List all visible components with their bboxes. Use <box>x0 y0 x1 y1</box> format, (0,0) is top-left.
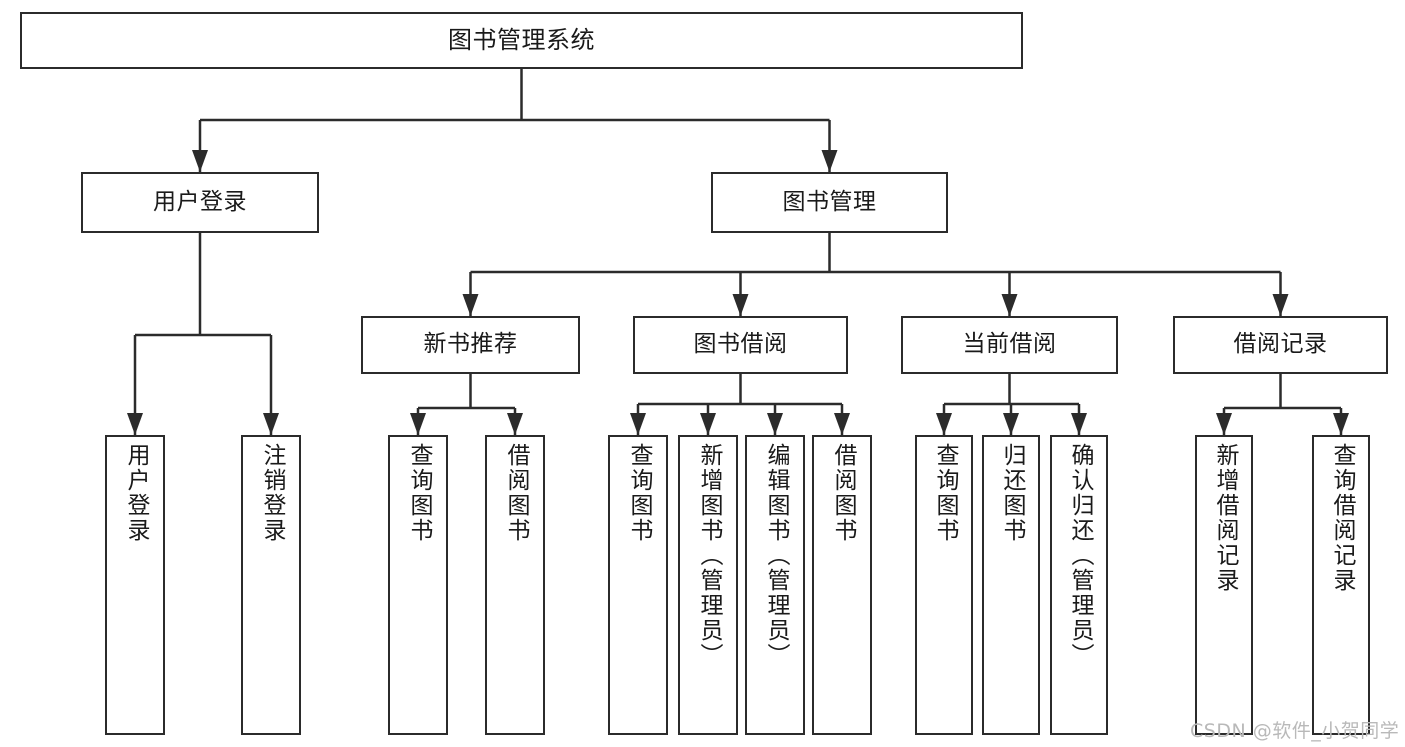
arrowhead-icon <box>127 413 143 435</box>
node-new-book-recommend[interactable]: 新书推荐 <box>361 316 580 374</box>
node-label: 当前借阅 <box>962 331 1057 358</box>
node-label: 编辑图书（管理员） <box>762 443 789 668</box>
node-leaf-edit-book[interactable]: 编辑图书（管理员） <box>745 435 805 735</box>
node-label: 新增借阅记录 <box>1211 443 1238 593</box>
node-leaf-add-book[interactable]: 新增图书（管理员） <box>678 435 738 735</box>
node-label: 查询借阅记录 <box>1328 443 1355 593</box>
arrowhead-icon <box>1001 294 1018 316</box>
node-leaf-query-record[interactable]: 查询借阅记录 <box>1312 435 1370 735</box>
arrowhead-icon <box>767 413 783 435</box>
arrowhead-icon <box>410 413 426 435</box>
arrowhead-icon <box>1003 413 1019 435</box>
arrowhead-icon <box>630 413 646 435</box>
node-root[interactable]: 图书管理系统 <box>20 12 1023 69</box>
arrowhead-icon <box>821 150 838 172</box>
node-label: 确认归还（管理员） <box>1066 443 1093 668</box>
node-leaf-query-book-1[interactable]: 查询图书 <box>388 435 448 735</box>
node-label: 借阅图书 <box>502 443 529 543</box>
node-label: 借阅记录 <box>1233 331 1328 358</box>
arrowhead-icon <box>700 413 716 435</box>
arrowhead-icon <box>462 294 479 316</box>
node-label: 新增图书（管理员） <box>695 443 722 668</box>
node-leaf-borrow-book-2[interactable]: 借阅图书 <box>812 435 872 735</box>
node-borrow-record[interactable]: 借阅记录 <box>1173 316 1388 374</box>
arrowhead-icon <box>1071 413 1087 435</box>
node-label: 新书推荐 <box>423 331 518 358</box>
node-label: 查询图书 <box>625 443 652 543</box>
node-label: 图书管理系统 <box>448 26 595 55</box>
arrowhead-icon <box>1272 294 1289 316</box>
arrowhead-icon <box>1216 413 1232 435</box>
arrowhead-icon <box>936 413 952 435</box>
node-book-manage[interactable]: 图书管理 <box>711 172 948 233</box>
node-leaf-borrow-book-1[interactable]: 借阅图书 <box>485 435 545 735</box>
node-book-borrow[interactable]: 图书借阅 <box>633 316 848 374</box>
arrowhead-icon <box>507 413 523 435</box>
arrowhead-icon <box>192 150 208 172</box>
node-label: 归还图书 <box>998 443 1025 543</box>
node-current-borrow[interactable]: 当前借阅 <box>901 316 1118 374</box>
node-leaf-return-book[interactable]: 归还图书 <box>982 435 1040 735</box>
node-user-login[interactable]: 用户登录 <box>81 172 319 233</box>
node-leaf-user-login[interactable]: 用户登录 <box>105 435 165 735</box>
arrowhead-icon <box>263 413 279 435</box>
node-label: 图书借阅 <box>693 331 788 358</box>
node-label: 注销登录 <box>258 443 285 543</box>
node-label: 查询图书 <box>931 443 958 543</box>
node-label: 借阅图书 <box>829 443 856 543</box>
node-label: 用户登录 <box>153 188 247 215</box>
node-label: 用户登录 <box>122 443 149 543</box>
node-leaf-logout[interactable]: 注销登录 <box>241 435 301 735</box>
node-label: 查询图书 <box>405 443 432 543</box>
arrowhead-icon <box>1333 413 1349 435</box>
arrowhead-icon <box>732 294 749 316</box>
node-leaf-query-book-2[interactable]: 查询图书 <box>608 435 668 735</box>
node-leaf-query-book-3[interactable]: 查询图书 <box>915 435 973 735</box>
node-label: 图书管理 <box>782 188 877 215</box>
arrowhead-icon <box>834 413 850 435</box>
node-leaf-add-record[interactable]: 新增借阅记录 <box>1195 435 1253 735</box>
node-leaf-confirm-return[interactable]: 确认归还（管理员） <box>1050 435 1108 735</box>
csdn-watermark: CSDN @软件_小贺同学 <box>1190 720 1400 742</box>
